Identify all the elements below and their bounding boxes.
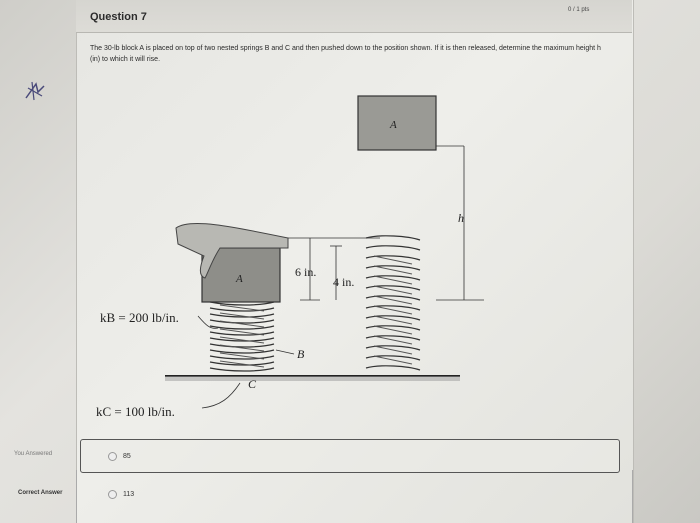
spring-c-label: C xyxy=(248,377,257,391)
kb-label: kB = 200 lb/in. xyxy=(100,310,179,325)
compressed-spring-outer xyxy=(209,301,275,372)
you-answered-row: 85 xyxy=(108,452,131,461)
free-spring xyxy=(365,235,421,371)
you-answered-value: 85 xyxy=(123,453,131,460)
kc-label: kC = 100 lb/in. xyxy=(96,404,175,419)
spring-diagram: A A 6 in. 4 in. h B C kB = 200 lb/in. kC… xyxy=(96,95,484,419)
divider-left xyxy=(76,470,77,523)
dimension-6in: 6 in. xyxy=(295,265,316,279)
you-answered-radio[interactable] xyxy=(108,452,117,461)
correct-answer-label: Correct Answer xyxy=(18,490,63,496)
correct-answer-value: 113 xyxy=(123,491,135,498)
points-badge: 0 / 1 pts xyxy=(568,7,590,13)
free-spring-inner xyxy=(373,255,413,365)
ground-shading xyxy=(165,376,460,381)
spring-b-label: B xyxy=(297,347,305,361)
block-a-top xyxy=(357,95,437,151)
compressed-spring-inner xyxy=(219,304,265,368)
question-header xyxy=(76,0,632,33)
correct-answer-radio[interactable] xyxy=(108,490,117,499)
dimension-4in: 4 in. xyxy=(333,275,354,289)
correct-answer-row: 113 xyxy=(108,490,134,499)
dimension-h: h xyxy=(458,211,464,225)
block-a-top-label: A xyxy=(389,119,397,131)
divider-right xyxy=(632,470,633,523)
question-prompt: The 30-lb block A is placed on top of tw… xyxy=(90,45,601,63)
question-title: Question 7 xyxy=(90,11,147,23)
you-answered-label: You Answered xyxy=(14,451,53,457)
hand-icon xyxy=(175,223,289,279)
you-answered-box xyxy=(80,439,620,473)
question-card xyxy=(76,0,634,523)
flag-icon[interactable] xyxy=(22,78,48,104)
block-a-compressed-label: A xyxy=(235,273,243,285)
